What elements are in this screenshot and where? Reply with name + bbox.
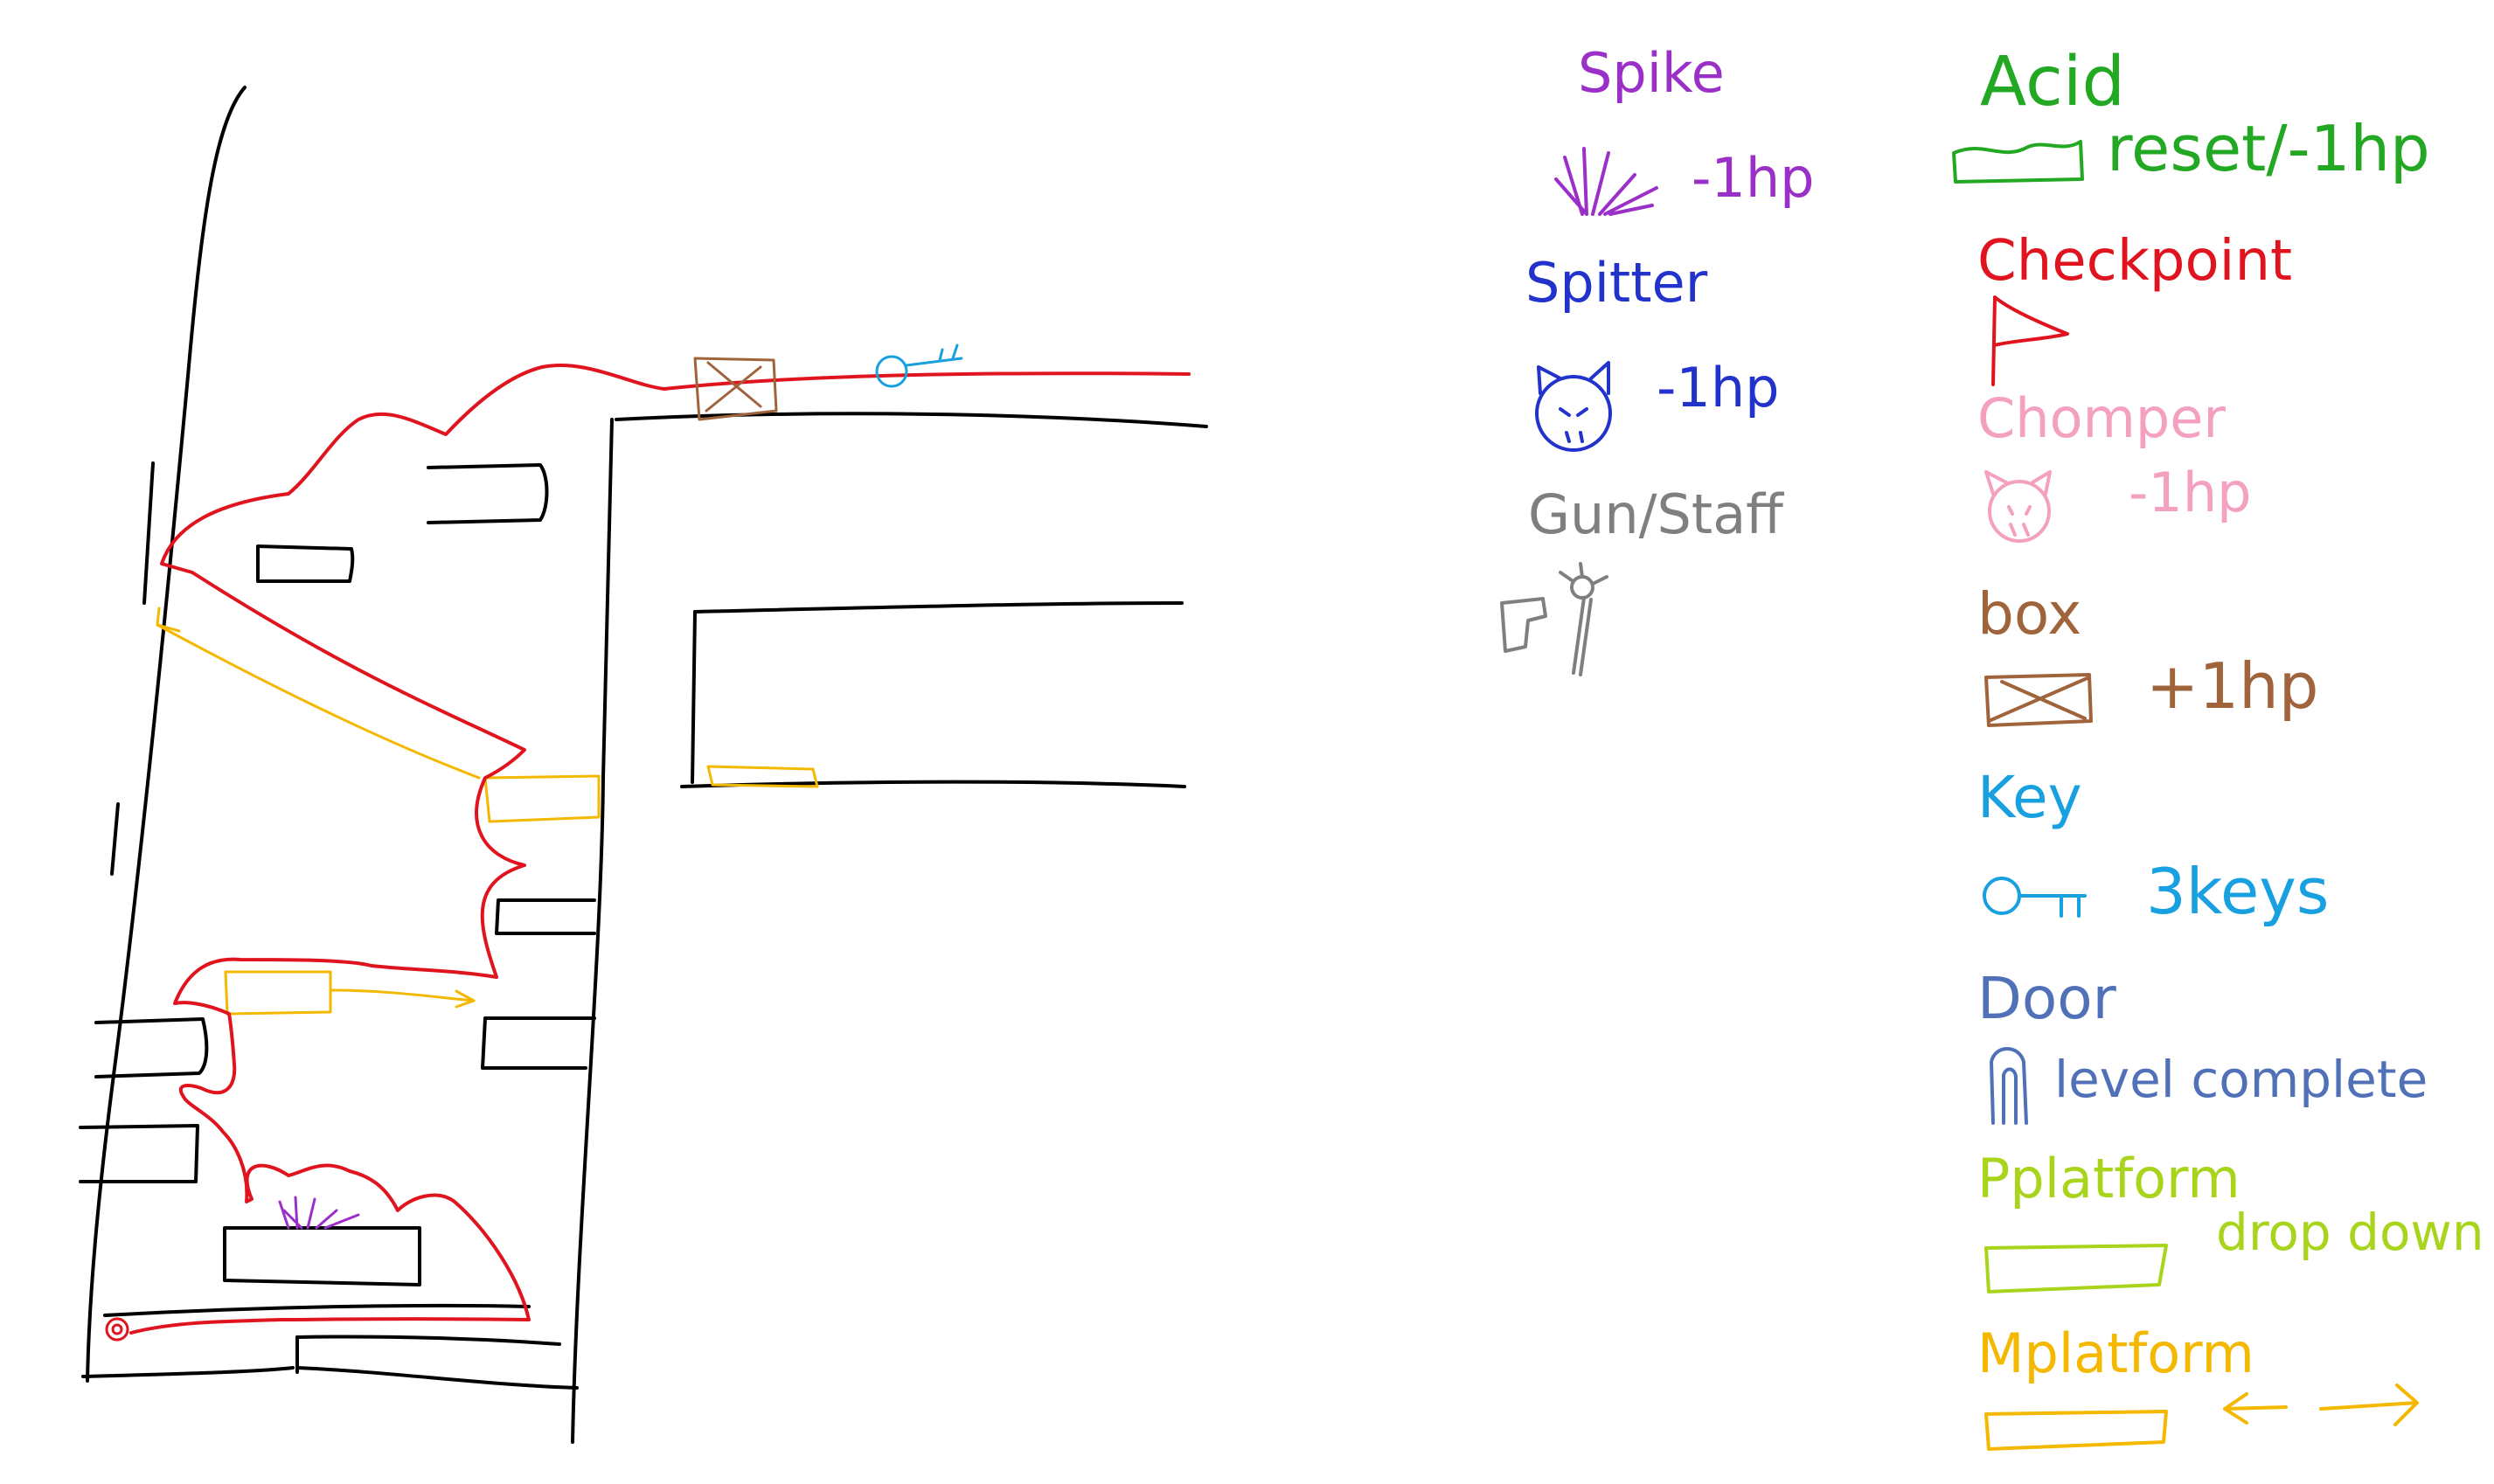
top-corridor-ceiling — [615, 412, 1208, 428]
left-arrow-icon — [2223, 1392, 2288, 1425]
acid-icon — [1952, 140, 2084, 184]
spawn-point-icon — [105, 1317, 129, 1342]
floor-line — [295, 1335, 561, 1346]
left-outer-wall — [86, 86, 247, 1383]
level-walls — [81, 86, 1208, 1444]
legend-key-effect: 3keys — [2146, 855, 2329, 928]
left-wall-edge — [110, 802, 120, 876]
center-wall — [571, 418, 614, 1444]
static-platforms — [79, 463, 596, 1286]
platform — [481, 1016, 596, 1070]
legend-chomper-effect: -1hp — [2129, 461, 2251, 524]
legend-spike-title: Spike — [1578, 41, 1725, 105]
platform-icon — [1984, 1244, 2168, 1293]
chomper-icon — [1984, 470, 2052, 543]
legend-checkpoint-title: Checkpoint — [1977, 229, 2292, 294]
legend-mplatform-title: Mplatform — [1977, 1321, 2254, 1385]
legend-door-title: Door — [1977, 965, 2117, 1032]
legend-box-effect: +1hp — [2146, 649, 2318, 723]
platform — [427, 463, 549, 524]
key-icon — [1983, 877, 2087, 918]
arrow-head — [455, 989, 476, 1009]
floor-line — [295, 1366, 579, 1390]
legend-left: Spike -1hp Spitter -1hp Gun/Staff — [1500, 41, 1814, 676]
moving-platform-icon — [1984, 1383, 2419, 1451]
door-icon — [1990, 1047, 2028, 1125]
box-icon — [693, 357, 778, 421]
legend-right: Acid reset/-1hp Checkpoint Chomper -1hp … — [1952, 43, 2484, 1451]
legend-key-title: Key — [1977, 764, 2082, 831]
box-icon — [1984, 673, 2093, 727]
platform — [256, 544, 355, 583]
corridor-box — [680, 601, 1186, 788]
legend-weapon-title: Gun/Staff — [1528, 482, 1784, 546]
moving-platform — [706, 765, 819, 788]
legend-spitter-title: Spitter — [1525, 251, 1708, 315]
key-icon — [875, 343, 963, 388]
legend-pplatform-title: Pplatform — [1977, 1147, 2240, 1210]
legend-box-title: box — [1977, 580, 2081, 648]
left-wall-edge — [142, 461, 155, 605]
platform — [79, 1124, 199, 1183]
moving-platforms — [156, 607, 819, 1016]
level-map — [79, 86, 1208, 1444]
floor-line — [103, 1303, 531, 1317]
gun-staff-icon — [1500, 562, 1608, 676]
platform — [94, 1017, 209, 1078]
arrow-head — [156, 607, 181, 633]
platform — [495, 898, 596, 935]
legend-pplatform-effect: drop down — [2216, 1203, 2484, 1262]
legend-door-effect: level complete — [2054, 1050, 2428, 1109]
floor-line — [81, 1366, 295, 1378]
spitter-icon — [1535, 361, 1612, 452]
moving-platform — [483, 774, 601, 823]
platform — [223, 1226, 421, 1286]
spike-icon — [1554, 147, 1658, 216]
legend-spitter-effect: -1hp — [1657, 356, 1779, 420]
player-path — [129, 363, 1191, 1335]
flag-icon — [1991, 295, 2069, 386]
right-arrow-icon — [2319, 1383, 2419, 1426]
moving-platform — [224, 970, 332, 1016]
legend-acid-title: Acid — [1980, 43, 2125, 121]
moving-platform-arrow — [330, 988, 476, 1002]
legend-chomper-title: Chomper — [1977, 386, 2226, 450]
spike-icon — [278, 1196, 360, 1230]
legend-acid-effect: reset/-1hp — [2107, 112, 2430, 185]
moving-platform-arrow — [156, 623, 481, 780]
legend-spike-effect: -1hp — [1692, 146, 1814, 210]
